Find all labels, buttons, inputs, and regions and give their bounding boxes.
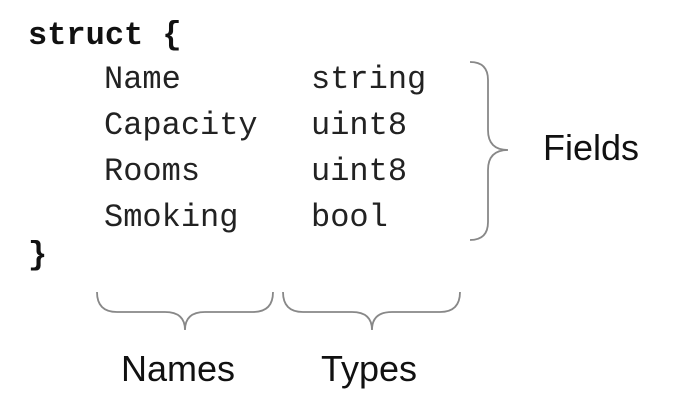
types-label: Types [321,348,418,389]
names-brace [96,291,274,331]
field-name: Capacity [104,107,258,144]
fields-label: Fields [543,127,640,168]
field-name: Rooms [104,153,201,190]
fields-brace [469,61,509,241]
field-type: bool [311,199,388,236]
field-type: uint8 [311,153,408,190]
types-brace [282,291,461,331]
field-type: uint8 [311,107,408,144]
field-name: Name [104,61,181,98]
field-name: Smoking [104,199,239,236]
field-type: string [311,61,427,98]
names-label: Names [121,348,236,389]
struct-open-line: struct { [28,17,182,54]
struct-close-line: } [28,237,48,274]
